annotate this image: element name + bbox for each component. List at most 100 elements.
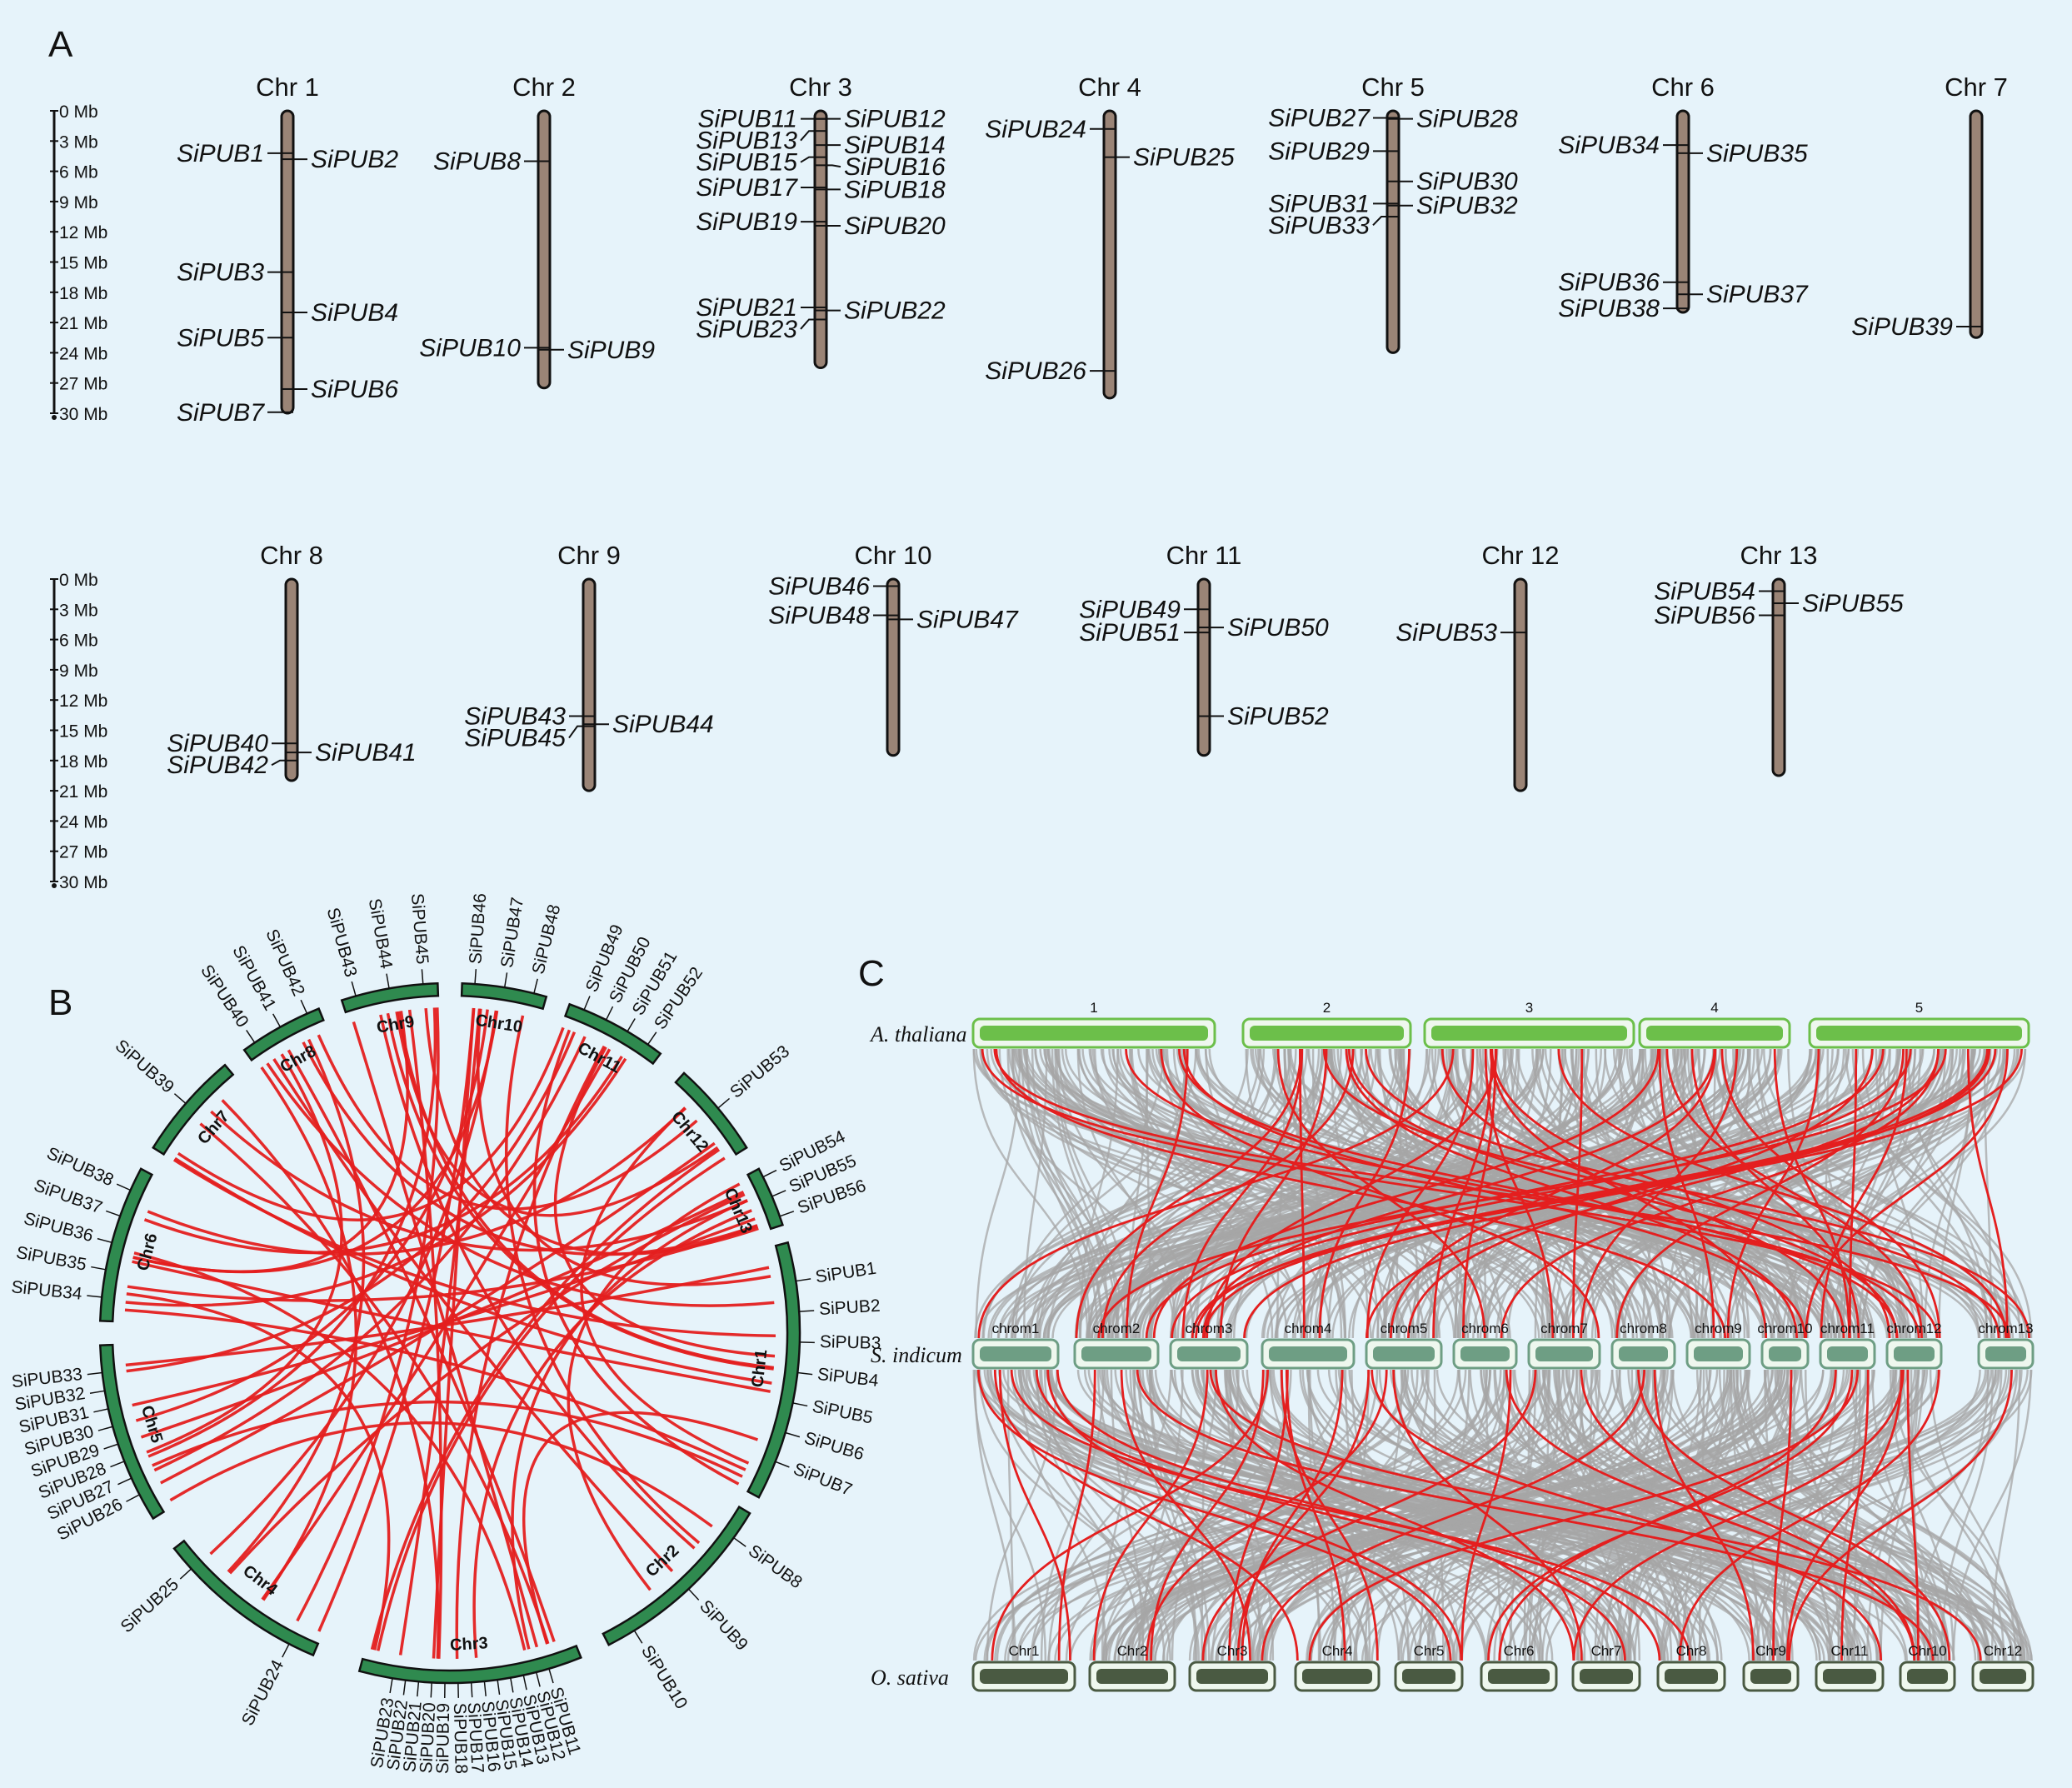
scale-tick-label: 3 Mb [59, 132, 98, 152]
gene-label: SiPUB41 [315, 739, 417, 767]
gene-label: SiPUB3 [177, 259, 264, 287]
scale-tick-label: 6 Mb [59, 163, 98, 182]
chromosome-title: Chr 1 [256, 72, 319, 102]
gene-label: SiPUB53 [1395, 619, 1497, 647]
track-chromosome-bar [1769, 1346, 1801, 1361]
panel-c-label: C [858, 953, 885, 994]
chromosome-title: Chr 2 [512, 72, 576, 102]
chromosome-bar [1970, 111, 1982, 337]
track-chromosome-bar [1402, 1669, 1455, 1684]
gene-label: SiPUB39 [1851, 313, 1953, 341]
track-chromosome-label: Chr12 [1984, 1643, 2022, 1659]
gene-label: SiPUB2 [311, 146, 398, 173]
scale-tick-label: 30 Mb [59, 405, 107, 424]
chromosome-title: Chr 5 [1361, 72, 1425, 102]
track-chromosome-label: Chr3 [1217, 1643, 1248, 1659]
chromosome-bar [1198, 579, 1210, 756]
track-chromosome-bar [1665, 1669, 1718, 1684]
gene-label: SiPUB8 [433, 148, 521, 176]
gene-label: SiPUB25 [1133, 144, 1235, 172]
circos-gene-label: SiPUB2 [818, 1296, 881, 1319]
track-chromosome-label: chrom3 [1186, 1321, 1233, 1336]
track-chromosome-label: Chr5 [1414, 1643, 1445, 1659]
track-chromosome-label: chrom11 [1820, 1321, 1875, 1336]
gene-label: SiPUB4 [311, 299, 398, 327]
track-chromosome-bar [980, 1669, 1068, 1684]
scale-tick-label: 30 Mb [59, 873, 107, 892]
track-chromosome-label: Chr4 [1322, 1643, 1353, 1659]
gene-label: SiPUB55 [1802, 590, 1904, 617]
chromosome-bar [282, 111, 293, 413]
gene-label: SiPUB46 [768, 572, 870, 600]
scale-tick-label: 12 Mb [59, 692, 107, 711]
track-chromosome-bar [1177, 1346, 1241, 1361]
scale-end-dot [52, 883, 57, 888]
track-chromosome-bar [1894, 1346, 1935, 1361]
scale-tick-label: 9 Mb [59, 662, 98, 681]
track-chromosome-label: chrom1 [992, 1321, 1040, 1336]
scale-tick-label: 15 Mb [59, 722, 107, 742]
gene-label: SiPUB12 [844, 106, 946, 133]
species-label: S. indicum [871, 1343, 962, 1367]
chromosome-3: Chr 3SiPUB11SiPUB13SiPUB15SiPUB17SiPUB19… [696, 72, 946, 368]
gene-label: SiPUB42 [167, 752, 268, 779]
chromosome-bar [887, 579, 899, 756]
chromosome-title: Chr 11 [1166, 541, 1242, 570]
track-chromosome-bar [1431, 1026, 1627, 1041]
gene-label: SiPUB15 [696, 149, 797, 177]
track-chromosome-label: 4 [1710, 1000, 1718, 1016]
track-chromosome-bar [1269, 1346, 1347, 1361]
track-chromosome-label: Chr1 [1009, 1643, 1040, 1659]
chromosome-bar [815, 111, 826, 368]
gene-label: SiPUB48 [768, 602, 870, 630]
gene-label: SiPUB34 [1558, 132, 1660, 159]
gene-label: SiPUB26 [985, 357, 1086, 385]
species-label: O. sativa [871, 1666, 949, 1690]
track-chromosome-bar [1196, 1669, 1268, 1684]
track-chromosome-bar [1750, 1669, 1791, 1684]
track-chromosome-label: Chr8 [1676, 1643, 1707, 1659]
gene-label: SiPUB27 [1268, 104, 1371, 132]
scale-end-dot [52, 415, 57, 420]
gene-label: SiPUB23 [696, 316, 797, 343]
track-chromosome-bar [1985, 1346, 2026, 1361]
gene-label: SiPUB29 [1268, 137, 1370, 165]
chromosome-title: Chr 10 [854, 541, 931, 570]
chromosome-title: Chr 13 [1740, 541, 1817, 570]
chromosome-title: Chr 3 [789, 72, 852, 102]
scale-tick-label: 18 Mb [59, 752, 107, 772]
track-chromosome-bar [1096, 1669, 1168, 1684]
scale-tick-label: 21 Mb [59, 314, 107, 333]
circos-gene-tick [431, 1682, 432, 1697]
track-chromosome-bar [1646, 1026, 1783, 1041]
track-chromosome-label: chrom5 [1381, 1321, 1428, 1336]
gene-label: SiPUB51 [1079, 619, 1181, 647]
scale-tick-label: 27 Mb [59, 375, 107, 394]
track-chromosome-bar [1694, 1346, 1743, 1361]
gene-label: SiPUB45 [464, 725, 566, 752]
track-chromosome-label: chrom13 [1978, 1321, 2033, 1336]
gene-label: SiPUB44 [612, 711, 714, 738]
scale-tick-label: 24 Mb [59, 812, 107, 832]
chromosome-bar [583, 579, 595, 791]
scale-tick-label: 27 Mb [59, 843, 107, 862]
chromosome-title: Chr 9 [557, 541, 621, 570]
scale-tick-label: 18 Mb [59, 284, 107, 303]
scale-tick-label: 3 Mb [59, 601, 98, 620]
scale-tick-label: 9 Mb [59, 193, 98, 212]
gene-label: SiPUB28 [1416, 106, 1518, 133]
chromosome-bar [1104, 111, 1116, 398]
track-chromosome-label: 1 [1090, 1000, 1097, 1016]
track-chromosome-label: Chr10 [1908, 1643, 1946, 1659]
panel-b-label: B [48, 982, 72, 1023]
track-chromosome-bar [980, 1346, 1051, 1361]
species-label: A. thaliana [869, 1022, 967, 1046]
scale-tick-label: 21 Mb [59, 782, 107, 802]
gene-label: SiPUB50 [1227, 614, 1329, 642]
track-chromosome-bar [1535, 1346, 1593, 1361]
circos-chromosome-label: Chr3 [449, 1634, 488, 1655]
gene-label: SiPUB5 [177, 324, 264, 352]
track-chromosome-label: Chr11 [1830, 1643, 1868, 1659]
